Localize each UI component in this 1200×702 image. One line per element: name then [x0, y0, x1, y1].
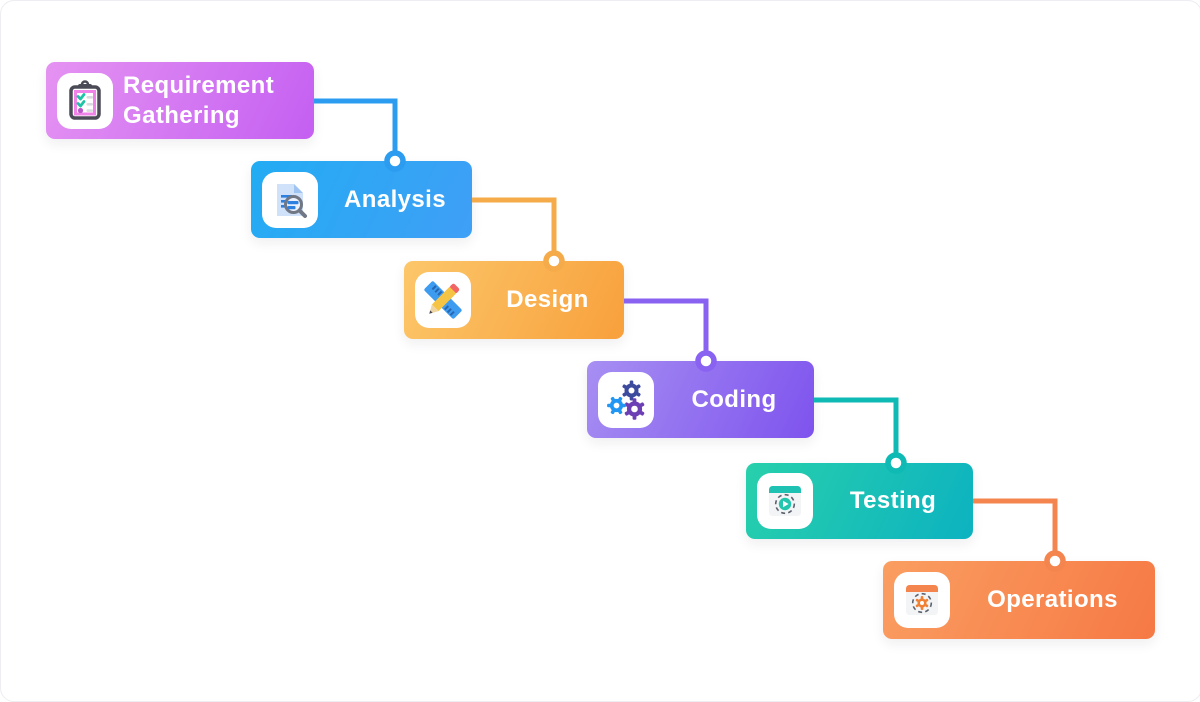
connector-design-to-coding [624, 298, 709, 360]
connector-analysis-to-design [472, 197, 557, 260]
stage-label: Coding [691, 385, 777, 413]
stage-label: Design [506, 286, 589, 314]
stage-operations: Operations [883, 561, 1155, 639]
stage-requirement-gathering: Requirement Gathering [46, 62, 314, 139]
stage-label: Testing [849, 487, 937, 515]
connector-testing-to-operations [973, 498, 1058, 560]
connector-requirement-gathering-to-analysis [314, 98, 398, 160]
gears-icon [598, 371, 654, 428]
stage-label: Analysis [344, 185, 446, 213]
ruler-pencil-icon [415, 272, 471, 328]
document-magnifier-icon [262, 171, 318, 228]
stage-analysis: Analysis [251, 161, 472, 238]
connector-coding-to-testing [814, 397, 899, 462]
clipboard-checklist-icon [57, 72, 113, 129]
stage-label: Operations [987, 586, 1118, 614]
browser-play-icon [757, 473, 813, 529]
stage-testing: Testing [746, 463, 973, 539]
stage-coding: Coding [587, 361, 814, 438]
browser-gear-icon [894, 572, 950, 628]
stage-label: Requirement Gathering [123, 72, 275, 129]
stage-design: Design [404, 261, 624, 339]
